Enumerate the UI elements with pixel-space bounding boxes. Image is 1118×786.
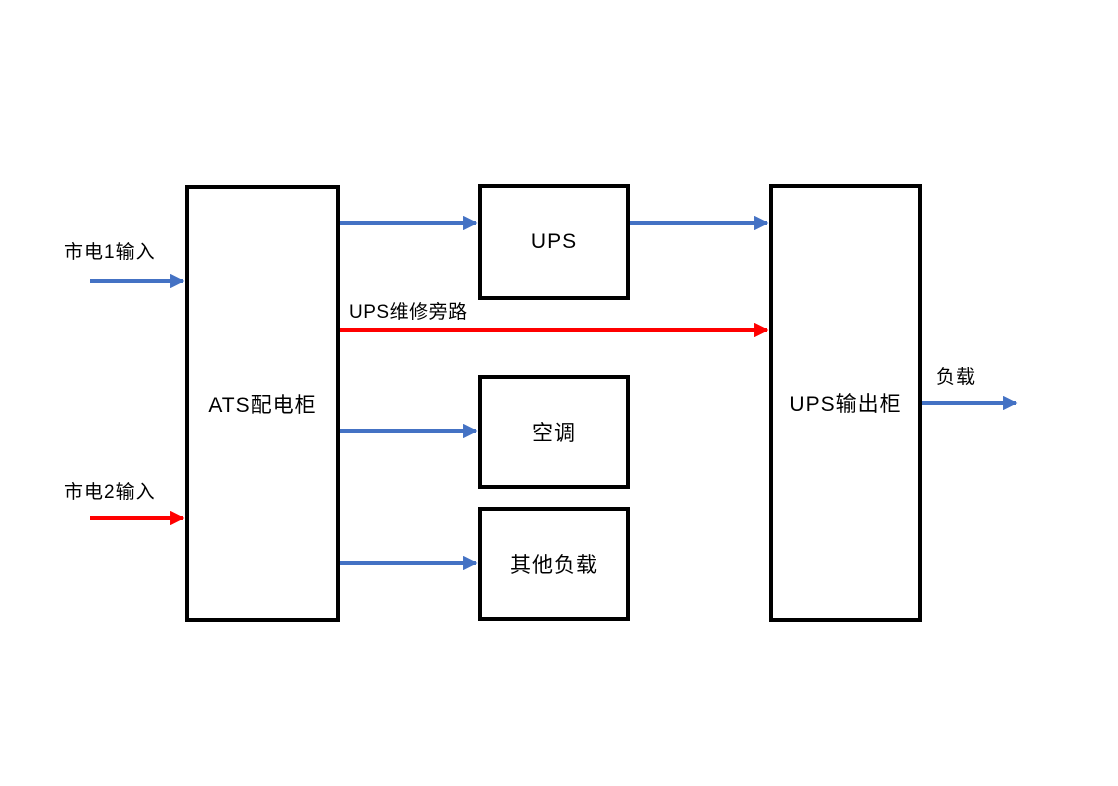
node-other-load: 其他负载	[478, 507, 630, 621]
mains1-input-label: 市电1输入	[64, 242, 156, 263]
node-air-conditioner: 空调	[478, 375, 630, 489]
node-ups-output-cabinet-label: UPS输出柜	[789, 393, 902, 416]
bypass-label: UPS维修旁路	[349, 302, 468, 323]
node-other-load-label: 其他负载	[510, 554, 598, 577]
node-air-conditioner-label: 空调	[532, 422, 576, 445]
mains2-input-label: 市电2输入	[64, 482, 156, 503]
node-ups-output-cabinet: UPS输出柜	[769, 184, 922, 622]
load-output-label: 负载	[936, 367, 977, 388]
node-ats-cabinet: ATS配电柜	[185, 185, 340, 622]
node-ats-cabinet-label: ATS配电柜	[208, 393, 317, 417]
node-ups-label: UPS	[530, 230, 578, 253]
node-ups: UPS	[478, 184, 630, 300]
